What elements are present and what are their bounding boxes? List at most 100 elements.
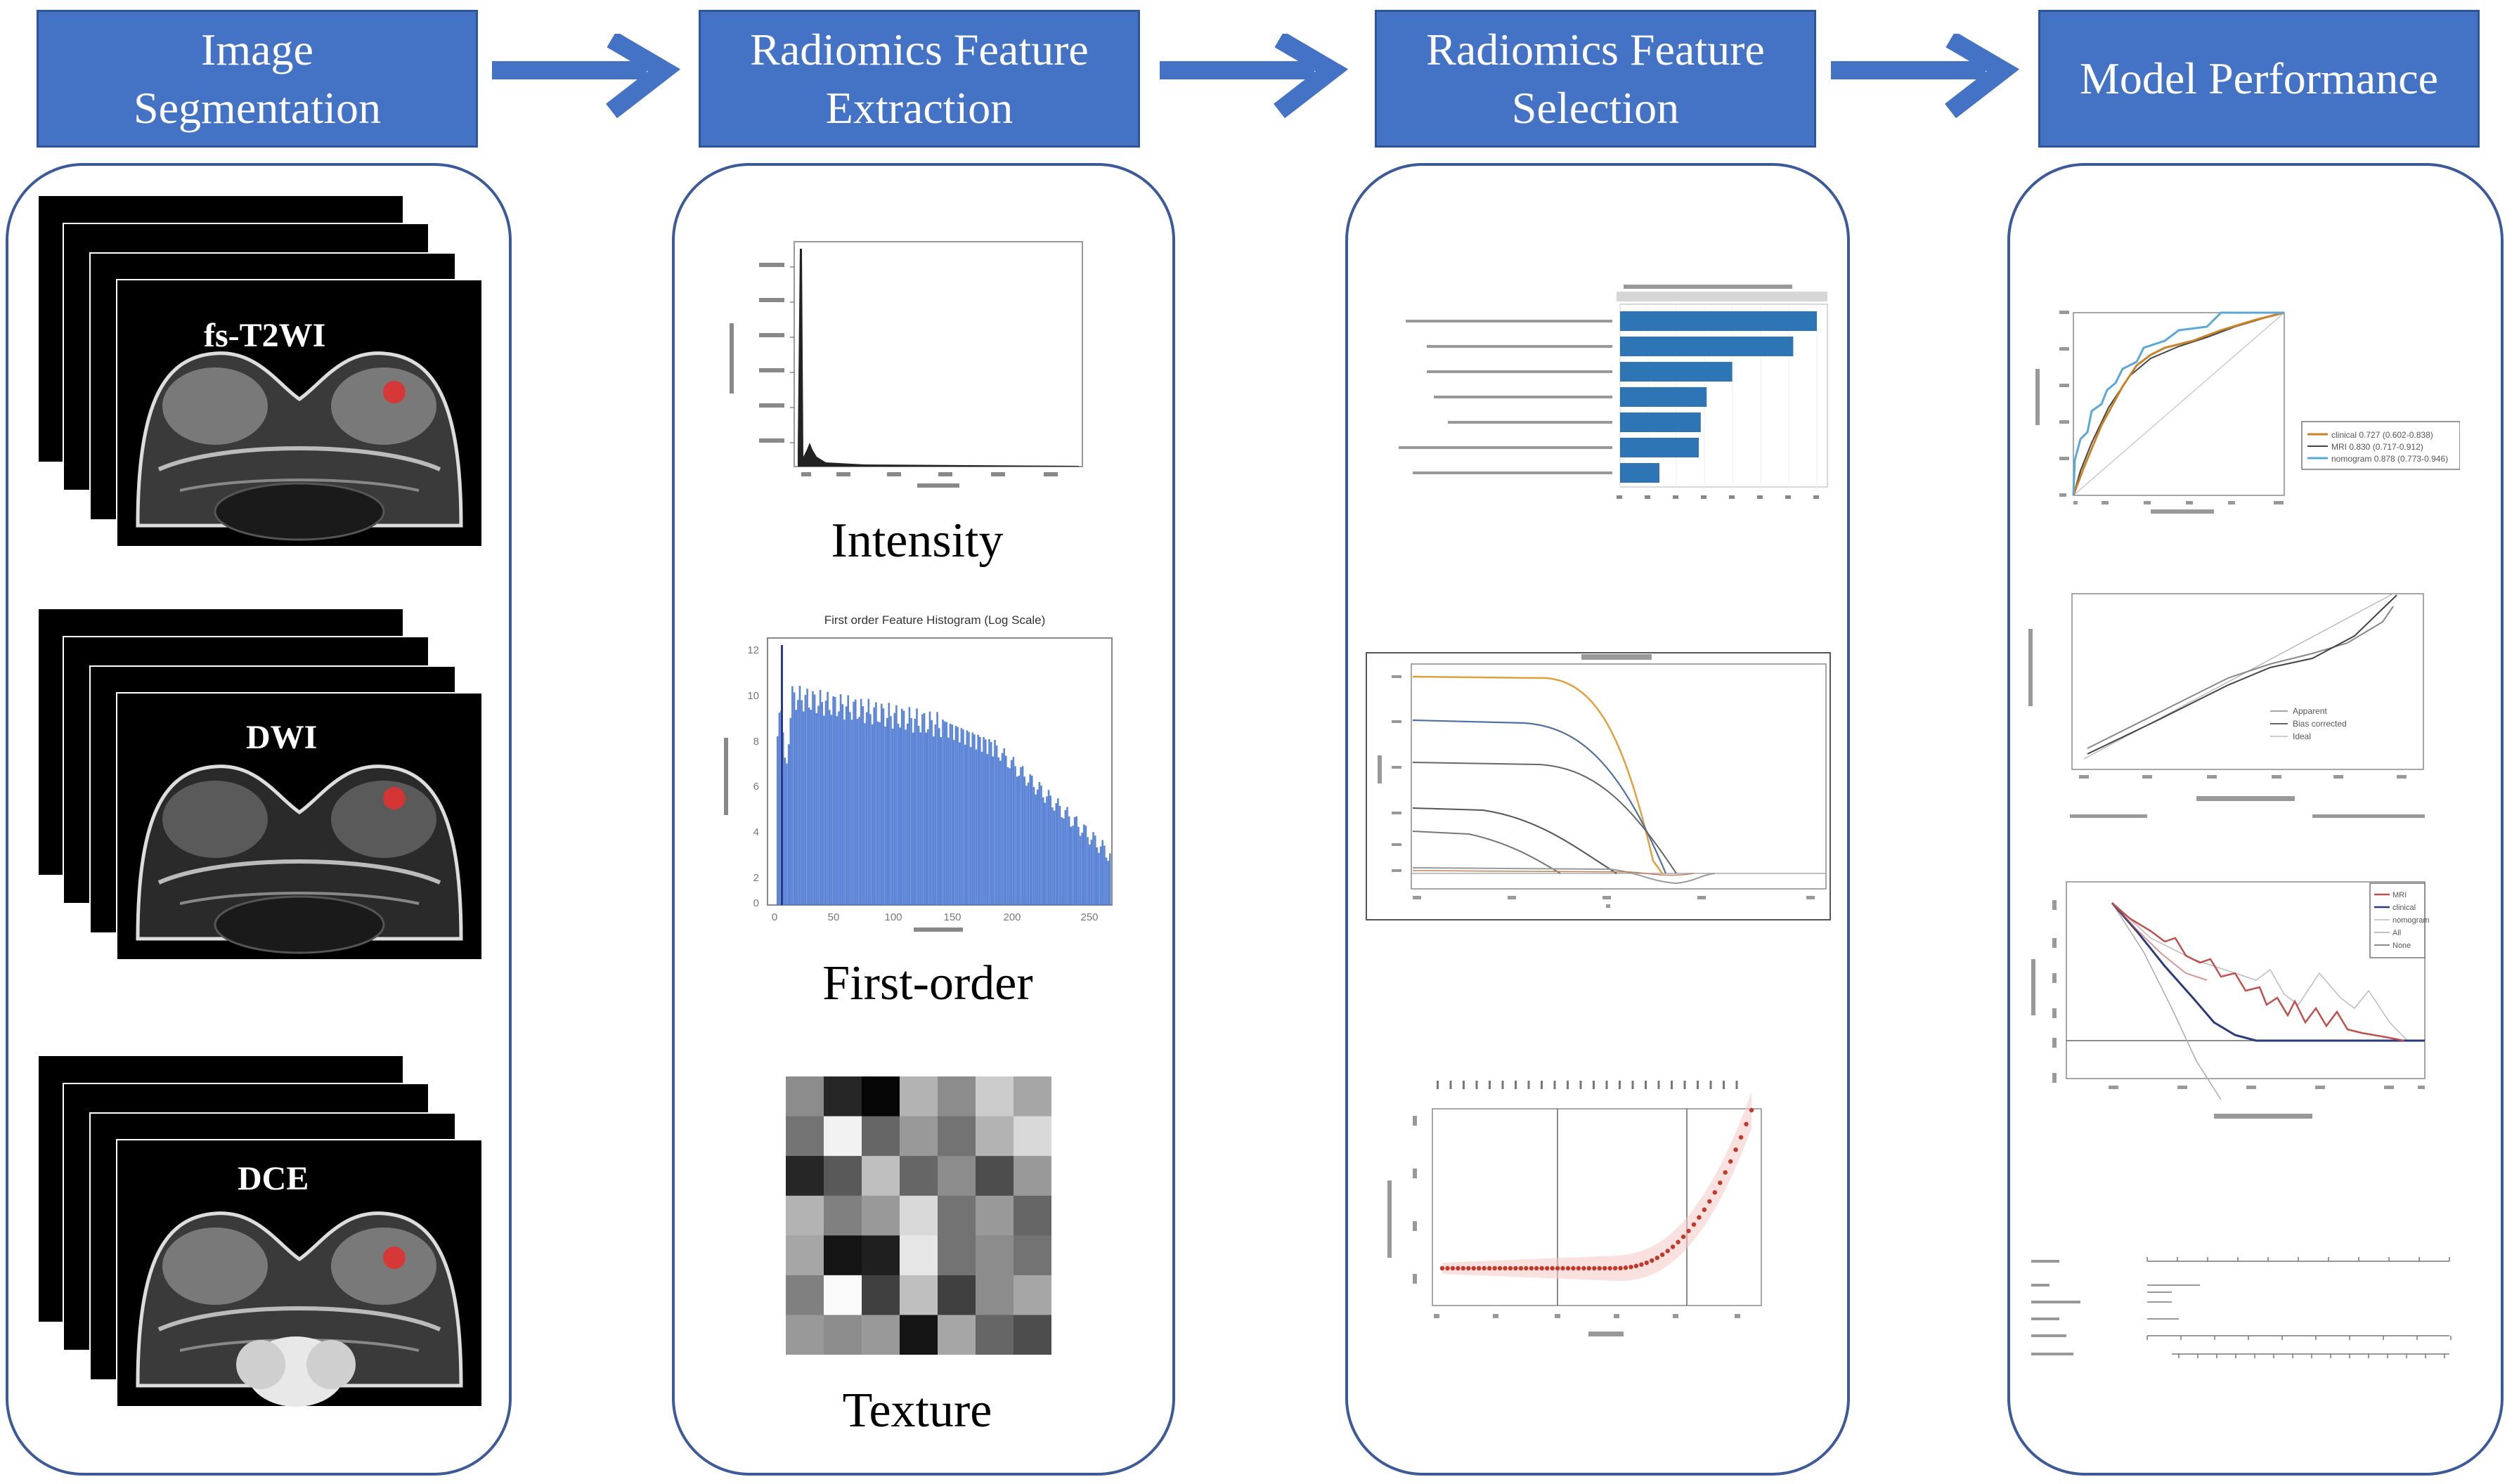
cv-point bbox=[1592, 1265, 1597, 1271]
histogram-bar bbox=[1018, 775, 1021, 905]
texture-cell bbox=[786, 1275, 824, 1315]
histogram-bar bbox=[994, 740, 996, 905]
histogram-bar bbox=[959, 742, 961, 905]
texture-cell bbox=[938, 1315, 976, 1355]
cv-point bbox=[1471, 1265, 1476, 1271]
sequence-label-dwi: DWI bbox=[246, 719, 318, 756]
histogram-bar bbox=[907, 723, 909, 905]
importance-bar bbox=[1620, 337, 1794, 356]
histogram-bar bbox=[927, 729, 929, 905]
histogram-bar bbox=[855, 699, 857, 905]
cv-point bbox=[1503, 1265, 1508, 1271]
caption-texture: Texture bbox=[842, 1384, 992, 1438]
histogram-bar bbox=[787, 744, 790, 905]
cv-point bbox=[1654, 1256, 1659, 1261]
histogram-bar bbox=[830, 715, 833, 905]
histogram-bar bbox=[824, 701, 827, 905]
histogram-bar bbox=[841, 704, 844, 905]
roc-legend-nomogram: nomogram 0.878 (0.773-0.946) bbox=[2331, 454, 2448, 464]
breast-mri-front-slice bbox=[136, 1211, 463, 1407]
histogram-bar bbox=[1094, 835, 1096, 905]
mri-slice-stack bbox=[37, 1055, 483, 1407]
histogram-bar bbox=[901, 708, 903, 905]
histogram-bar bbox=[1042, 797, 1044, 905]
breast-mri-front-slice bbox=[136, 351, 463, 541]
cv-point bbox=[1644, 1261, 1649, 1265]
histogram-bar bbox=[995, 745, 998, 905]
histogram-bar bbox=[977, 734, 979, 905]
header-model-performance: Model Performance bbox=[2038, 10, 2480, 148]
cv-point bbox=[1612, 1265, 1618, 1271]
histogram-bar bbox=[873, 707, 875, 905]
cv-point bbox=[1712, 1190, 1717, 1195]
texture-cell bbox=[862, 1275, 900, 1315]
histogram-bar bbox=[886, 717, 888, 905]
histogram-bar bbox=[899, 727, 901, 905]
cv-point bbox=[1461, 1265, 1465, 1271]
svg-text:250: 250 bbox=[1080, 911, 1098, 923]
histogram-bar bbox=[1075, 816, 1077, 905]
histogram-bar bbox=[1053, 810, 1056, 905]
histogram-bar bbox=[938, 728, 940, 905]
svg-text:8: 8 bbox=[753, 736, 759, 748]
histogram-bar bbox=[867, 698, 870, 905]
texture-cell bbox=[900, 1195, 938, 1236]
header-selection-line2: Selection bbox=[1511, 83, 1680, 133]
histogram-bar bbox=[801, 700, 803, 905]
feature-importance-chart bbox=[1399, 285, 1828, 499]
histogram-bar bbox=[1025, 786, 1028, 905]
histogram-bar bbox=[795, 710, 797, 905]
histogram-bar bbox=[1012, 757, 1015, 905]
histogram-bar bbox=[865, 712, 868, 905]
histogram-bar bbox=[969, 747, 972, 905]
cv-point bbox=[1670, 1244, 1676, 1249]
histogram-bar bbox=[793, 692, 796, 905]
header-segmentation-line2: Segmentation bbox=[134, 83, 381, 133]
histogram-bar bbox=[1032, 787, 1035, 905]
histogram-bar bbox=[827, 691, 829, 905]
svg-text:0: 0 bbox=[772, 911, 777, 923]
mri-slice-stack bbox=[37, 608, 483, 961]
cv-point bbox=[1707, 1199, 1712, 1204]
texture-cell bbox=[786, 1315, 824, 1355]
svg-text:4: 4 bbox=[753, 826, 759, 838]
svg-text:6: 6 bbox=[753, 781, 759, 793]
cv-point bbox=[1660, 1252, 1665, 1257]
histogram-bars bbox=[777, 645, 1111, 905]
arrow-right-icon bbox=[492, 34, 681, 119]
caption-intensity: Intensity bbox=[831, 514, 1004, 568]
texture-cell bbox=[976, 1116, 1014, 1157]
texture-cell bbox=[976, 1156, 1014, 1197]
histogram-bar bbox=[1101, 840, 1103, 905]
histogram-bar bbox=[919, 732, 922, 905]
histogram-bar bbox=[1103, 845, 1106, 905]
svg-text:10: 10 bbox=[747, 690, 759, 702]
header-performance-text: Model Performance bbox=[2079, 53, 2439, 104]
histogram-bar bbox=[975, 749, 978, 905]
texture-cell bbox=[1014, 1195, 1051, 1236]
importance-bars bbox=[1620, 311, 1817, 483]
calibration-curve: Apparent Bias corrected Ideal bbox=[2028, 593, 2425, 818]
histogram-bar bbox=[856, 719, 859, 905]
texture-cell bbox=[938, 1275, 976, 1315]
texture-cell bbox=[900, 1235, 938, 1276]
lasso-coefficient-path bbox=[1366, 652, 1831, 920]
histogram-bar bbox=[943, 721, 946, 905]
sequence-label-dce: DCE bbox=[238, 1160, 309, 1197]
calibration-legend-ideal: Ideal bbox=[2293, 731, 2311, 741]
cv-point bbox=[1560, 1265, 1565, 1271]
histogram-bar bbox=[893, 712, 896, 905]
texture-cell bbox=[900, 1076, 938, 1117]
cv-error-points bbox=[1439, 1107, 1754, 1271]
dca-legend-none: None bbox=[2392, 942, 2411, 950]
histogram-bar bbox=[1031, 775, 1033, 905]
histogram-bar bbox=[1055, 803, 1057, 905]
cv-point bbox=[1508, 1265, 1513, 1271]
histogram-bar bbox=[1096, 847, 1099, 905]
histogram-bar bbox=[895, 705, 898, 905]
histogram-bar bbox=[1005, 755, 1007, 905]
histogram-bar bbox=[1009, 768, 1011, 905]
histogram-bar bbox=[936, 712, 938, 905]
histogram-bar bbox=[797, 700, 799, 905]
texture-cell bbox=[862, 1156, 900, 1197]
